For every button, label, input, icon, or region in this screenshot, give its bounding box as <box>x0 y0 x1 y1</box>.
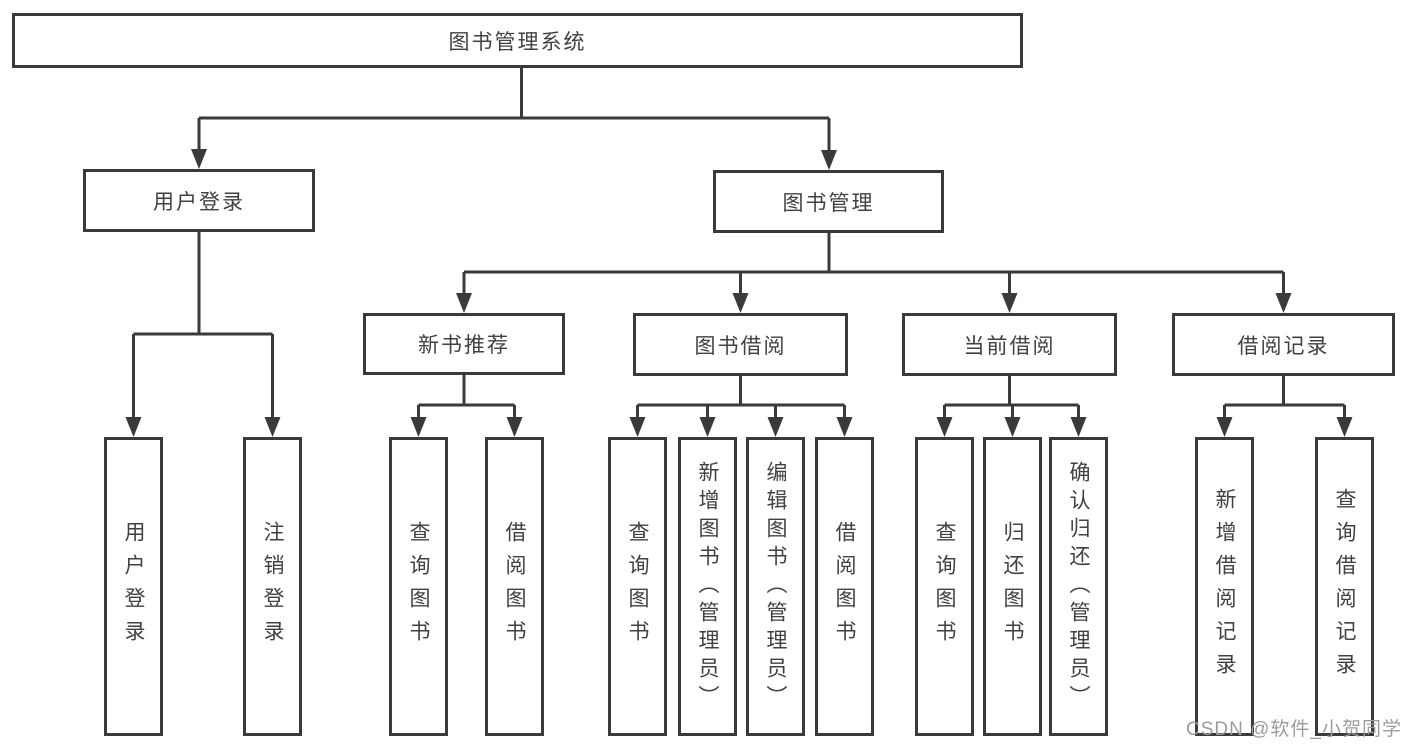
leaf-confirm-return-admin-label: 确认归还（管理员） <box>1067 460 1090 713</box>
leaf-add-borrow-record: 新增借阅记录 <box>1195 437 1254 736</box>
connector-root-to-level1 <box>191 68 837 170</box>
connector-book-management-to-level2 <box>456 233 1292 313</box>
node-book-management-label: 图书管理 <box>782 191 875 215</box>
node-root-label: 图书管理系统 <box>448 30 587 54</box>
connector-user-login-leaves <box>125 232 281 437</box>
leaf-user-login: 用户登录 <box>104 437 163 736</box>
leaf-edit-book-admin: 编辑图书（管理员） <box>746 437 805 736</box>
node-current-borrow: 当前借阅 <box>902 313 1117 376</box>
node-root-system: 图书管理系统 <box>12 13 1023 68</box>
leaf-query-borrow-record: 查询借阅记录 <box>1315 437 1374 736</box>
leaf-borrow-book-2-label: 借阅图书 <box>833 520 856 653</box>
node-borrow-records: 借阅记录 <box>1172 313 1395 376</box>
node-book-borrow-label: 图书借阅 <box>694 334 787 358</box>
leaf-query-book-3-label: 查询图书 <box>933 520 956 653</box>
connector-borrow-records-leaves <box>1216 376 1353 437</box>
leaf-user-login-label: 用户登录 <box>122 520 145 653</box>
leaf-query-book-2: 查询图书 <box>608 437 667 736</box>
connector-new-book-leaves <box>410 375 523 437</box>
leaf-logout: 注销登录 <box>243 437 302 736</box>
node-new-book-recommend-label: 新书推荐 <box>418 334 510 357</box>
leaf-query-book-1: 查询图书 <box>389 437 448 736</box>
leaf-borrow-book-2: 借阅图书 <box>815 437 874 736</box>
leaf-add-borrow-record-label: 新增借阅记录 <box>1213 487 1236 686</box>
node-user-login-label: 用户登录 <box>153 190 245 214</box>
leaf-add-book-admin-label: 新增图书（管理员） <box>696 460 719 713</box>
leaf-edit-book-admin-label: 编辑图书（管理员） <box>764 460 787 713</box>
leaf-add-book-admin: 新增图书（管理员） <box>678 437 737 736</box>
leaf-query-book-2-label: 查询图书 <box>626 520 649 653</box>
node-current-borrow-label: 当前借阅 <box>963 334 1056 358</box>
leaf-confirm-return-admin: 确认归还（管理员） <box>1049 437 1108 736</box>
leaf-return-book: 归还图书 <box>983 437 1042 736</box>
leaf-logout-label: 注销登录 <box>261 520 284 653</box>
connector-book-borrow-leaves <box>629 376 853 437</box>
node-new-book-recommend: 新书推荐 <box>363 313 565 375</box>
leaf-query-book-3: 查询图书 <box>915 437 974 736</box>
leaf-return-book-label: 归还图书 <box>1001 520 1024 653</box>
csdn-watermark: CSDN @软件_小贺同学 <box>1186 719 1402 740</box>
node-user-login: 用户登录 <box>83 169 315 232</box>
node-book-management: 图书管理 <box>713 170 944 233</box>
node-book-borrow: 图书借阅 <box>633 313 848 376</box>
leaf-borrow-book-1-label: 借阅图书 <box>503 520 526 653</box>
node-borrow-records-label: 借阅记录 <box>1237 334 1330 358</box>
leaf-borrow-book-1: 借阅图书 <box>485 437 544 736</box>
leaf-query-book-1-label: 查询图书 <box>407 520 430 653</box>
connector-current-borrow-leaves <box>936 376 1087 437</box>
leaf-query-borrow-record-label: 查询借阅记录 <box>1333 487 1356 686</box>
